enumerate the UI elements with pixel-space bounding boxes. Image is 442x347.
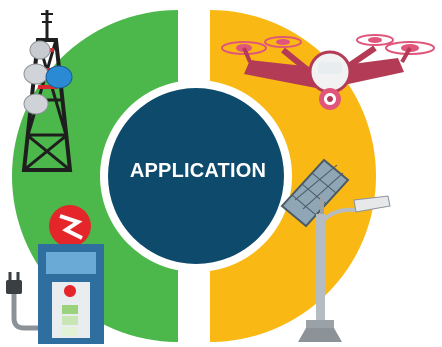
power-supply-unit-icon [6, 205, 104, 344]
center-label: APPLICATION [129, 160, 267, 182]
center-circle [108, 88, 284, 264]
telecom-tower-icon [21, 10, 73, 172]
drone-icon [221, 34, 435, 110]
solar-street-light-icon [280, 158, 391, 342]
